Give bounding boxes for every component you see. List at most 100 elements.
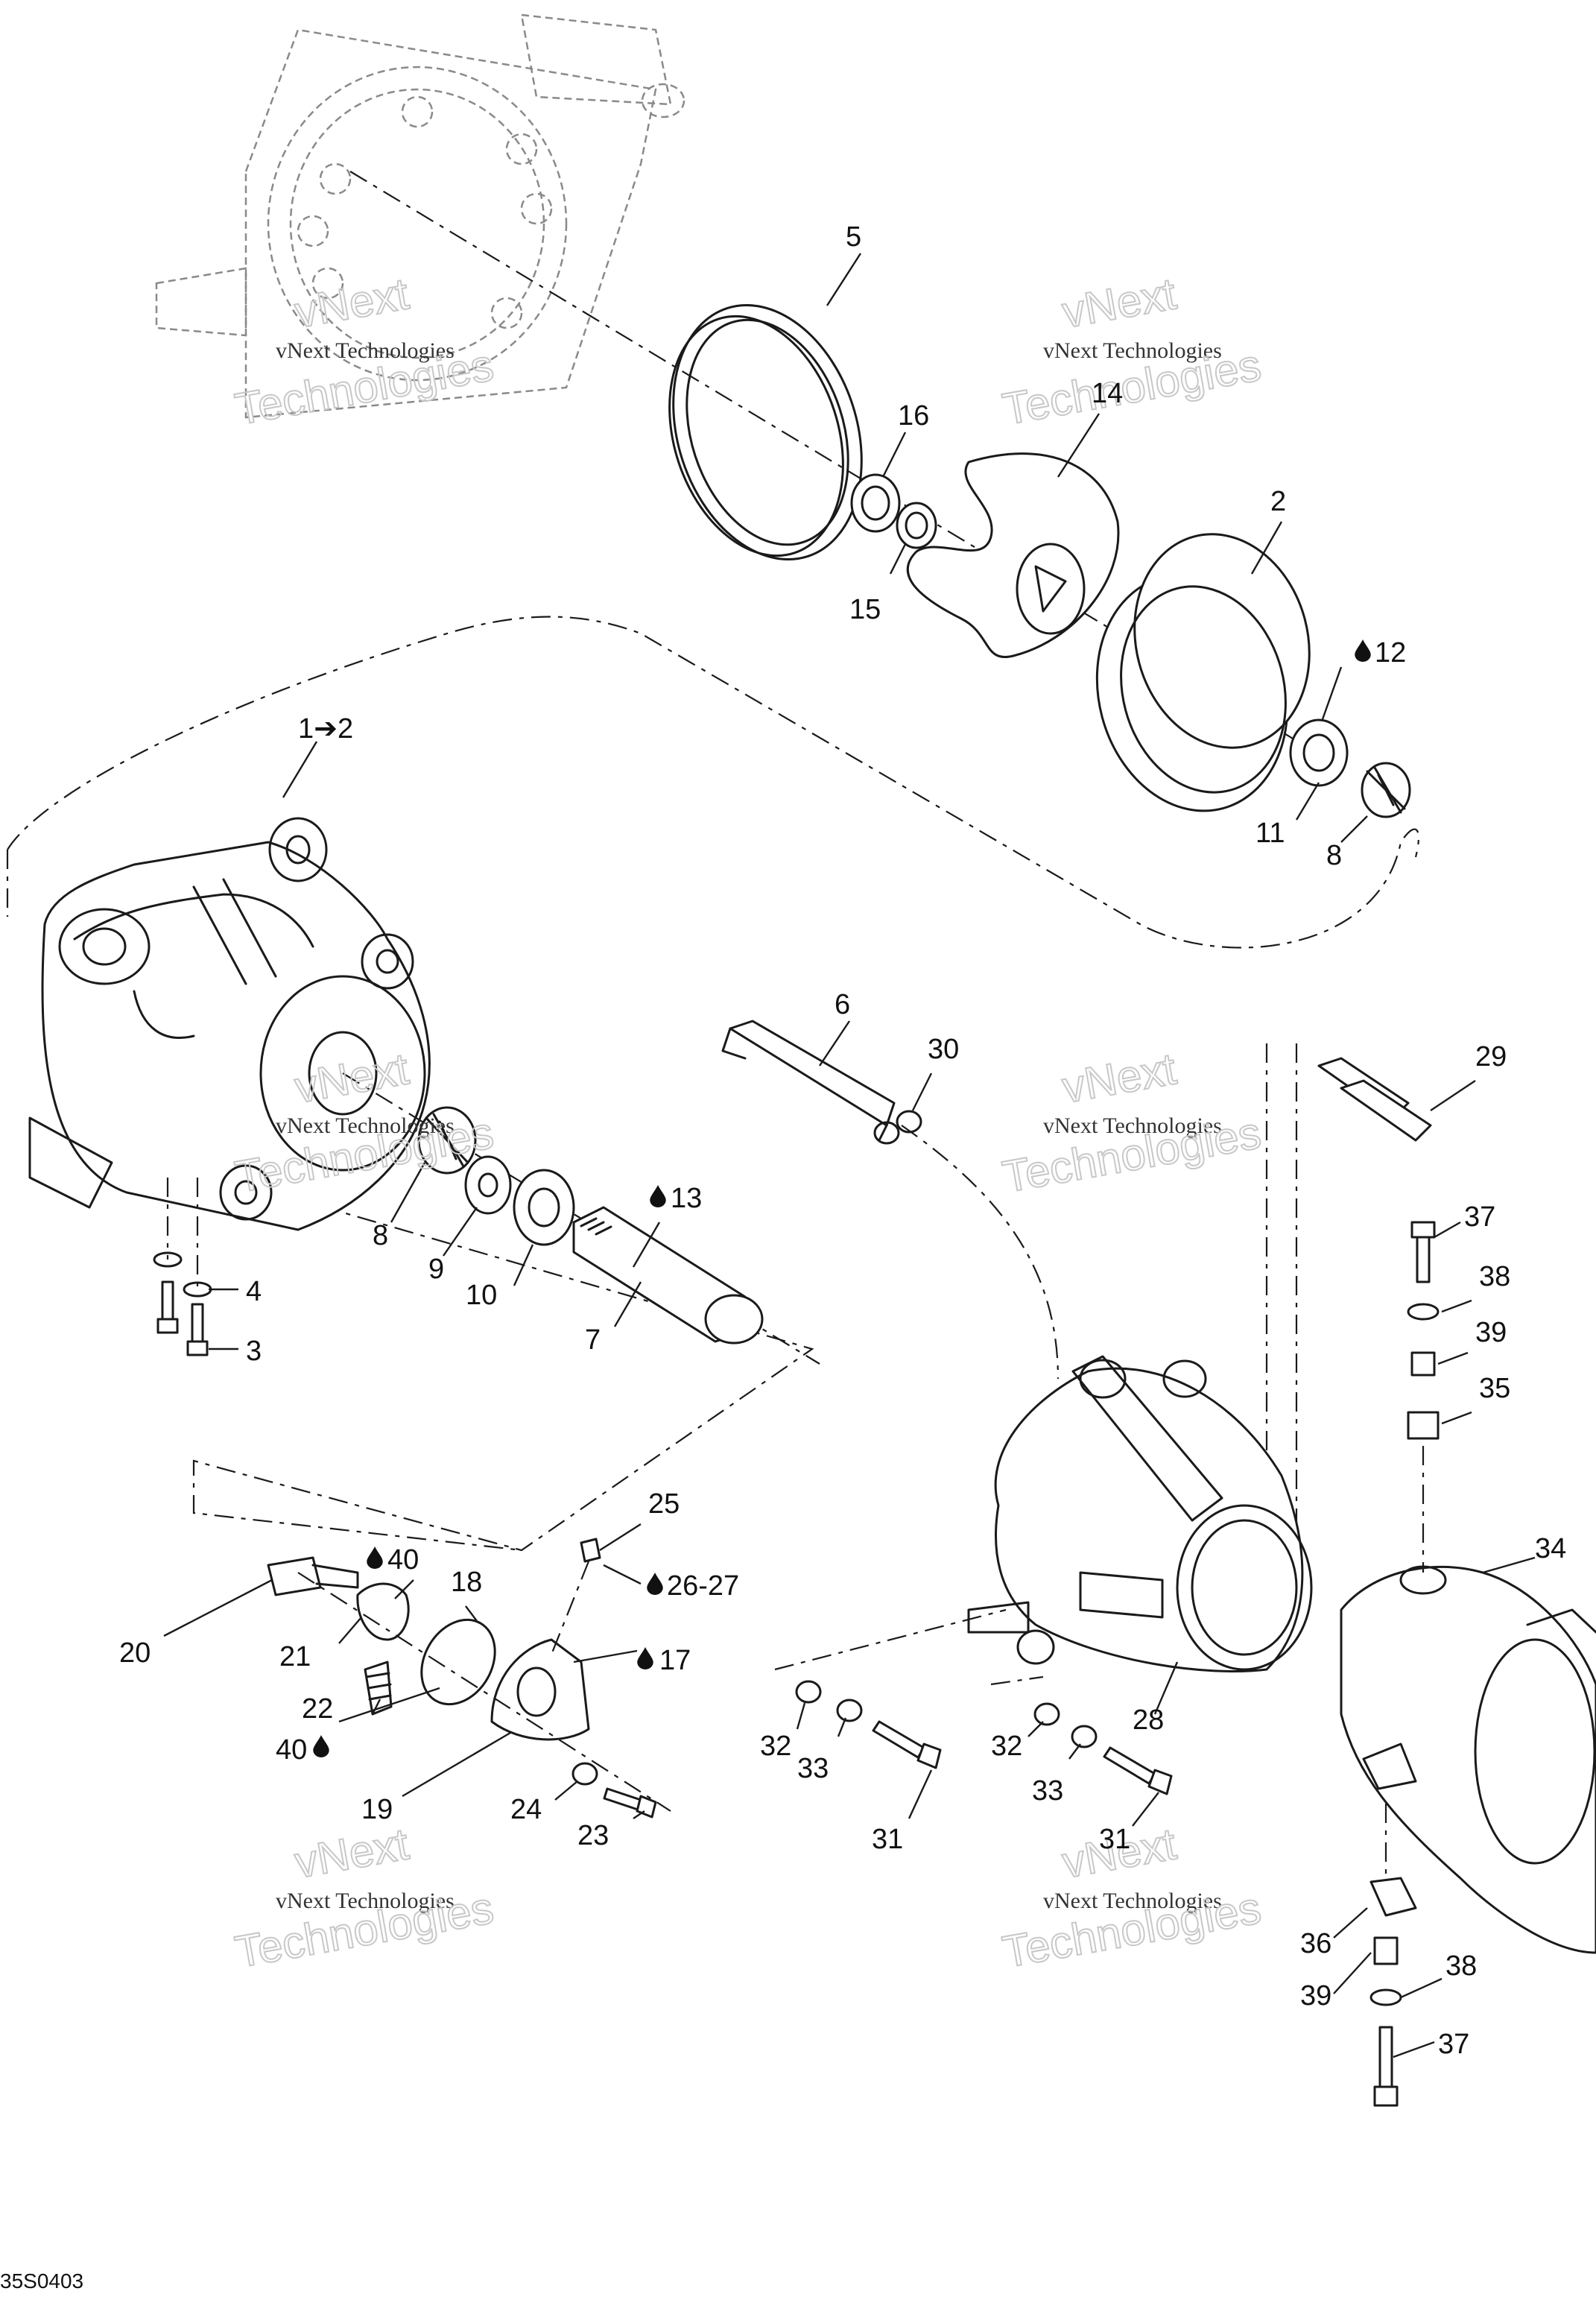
watermark-text: vNext Technologies [276,1113,455,1138]
callout-25: 25 [648,1488,680,1520]
callout-3: 3 [246,1336,262,1367]
callout-21: 21 [279,1641,311,1672]
axis-screws [166,1178,199,1289]
callout-5: 5 [846,221,861,253]
part-28-venturi [967,1355,1313,1672]
callout-17: 17 [659,1645,691,1676]
part-24-washer [571,1762,598,1786]
callout-33-right: 33 [1032,1775,1063,1807]
callout-8-lower: 8 [373,1220,388,1251]
callout-8-upper: 8 [1326,840,1342,871]
watermark-text: vNext Technologies [276,338,455,363]
part-7-impeller-shaft [572,1206,764,1345]
part-2-impeller-housing [1095,533,1311,812]
lubricant-drop-icon [650,1185,666,1207]
watermark-text: vNext Technologies [276,1889,455,1913]
callout-23: 23 [577,1820,609,1851]
part-1-pump-housing [28,817,431,1231]
leader-lines [163,253,1536,2059]
part-5-wear-ring [668,303,863,561]
axis-cone [297,1561,671,1812]
callout-2: 2 [1270,486,1286,517]
callout-40-lower: 40 [276,1734,307,1766]
watermark-text: vNext [1059,268,1180,338]
callout-24: 24 [510,1794,542,1825]
part-16-bushing [850,473,901,533]
callout-26-27: 26-27 [667,1570,739,1602]
callout-11: 11 [1255,818,1285,849]
callout-30: 30 [928,1034,959,1065]
axis-steering [901,1125,1060,1380]
callout-34: 34 [1535,1533,1566,1564]
callout-13: 13 [671,1183,702,1214]
assembly-group-outline-3 [774,1608,1044,1686]
part-20-plug [267,1556,359,1596]
fastener-set-left [795,1680,942,1769]
callout-31-left: 31 [872,1824,903,1855]
callout-22: 22 [302,1693,333,1725]
callout-15: 15 [849,594,881,625]
callout-12: 12 [1375,637,1406,669]
callout-39-upper: 39 [1475,1317,1507,1348]
part-38-washer-upper [1407,1303,1440,1321]
callout-6: 6 [835,989,850,1020]
callout-33-left: 33 [797,1753,829,1784]
part-25-grease-fitting [580,1538,601,1563]
callout-32-right: 32 [991,1731,1022,1762]
callout-14: 14 [1092,378,1123,409]
watermark-text: vNext [1059,1043,1180,1113]
part-6-steering-shaft [721,1020,896,1142]
lubricant-drop-icon [313,1735,329,1757]
part-36-bracket [1369,1877,1417,1917]
callout-38-lower: 38 [1445,1950,1477,1982]
callout-16: 16 [898,400,929,432]
callout-38-upper: 38 [1479,1261,1510,1292]
part-14-impeller [906,452,1120,658]
lubricant-drop-icon [637,1647,653,1669]
callout-35: 35 [1479,1373,1510,1404]
lubricant-drop-icon [1355,639,1371,662]
callout-31-right: 31 [1099,1824,1130,1855]
callout-37-upper: 37 [1464,1201,1495,1233]
fastener-set-right [1033,1702,1173,1795]
part-37-bolt-lower [1373,2026,1399,2107]
part-29-pins [1317,1057,1432,1142]
watermark-text: vNext Technologies [1043,1889,1222,1913]
callout-20: 20 [119,1637,151,1669]
watermark-text: vNext Technologies [1043,338,1222,363]
callout-29: 29 [1475,1041,1507,1072]
part-8-needle-bearing-lower [417,1106,477,1175]
part-18-o-ring [420,1618,496,1706]
lubricant-drop-icon [367,1546,383,1569]
part-30-o-rings [873,1110,922,1145]
part-15-seal [896,502,937,549]
axis-pins [1265,1043,1298,1595]
part-38-washer-lower [1369,1988,1402,2006]
part-9-washer [464,1155,512,1215]
callout-9: 9 [428,1254,444,1285]
watermark-text: vNext Technologies [1043,1113,1222,1138]
callout-10: 10 [466,1280,497,1311]
part-11-seal [1289,718,1349,787]
callout-18: 18 [451,1567,482,1598]
diagram-code: 35S0403 [0,2269,83,2293]
part-22-spring [364,1661,393,1716]
callout-32-left: 32 [760,1731,791,1762]
part-39-bushing-lower [1373,1936,1399,1965]
callout-36: 36 [1300,1928,1331,1959]
part-10-thrust-bearing [513,1169,575,1246]
callout-1-to-2: 1➔2 [298,713,353,745]
watermark-text: vNext [291,268,413,338]
lubricant-drop-icon [647,1573,663,1595]
part-37-bolt-upper [1410,1221,1436,1283]
assembly-group-outline-1 [7,616,1419,949]
callout-40-upper: 40 [387,1544,419,1576]
part-8-needle-bearing-upper [1361,762,1411,818]
callout-37-lower: 37 [1438,2029,1469,2060]
part-3-screw [156,1280,209,1356]
callout-28: 28 [1133,1704,1164,1736]
watermark-text: vNext [291,1819,413,1888]
part-19-cone [490,1638,590,1741]
hull-mount-ghost [155,13,685,419]
